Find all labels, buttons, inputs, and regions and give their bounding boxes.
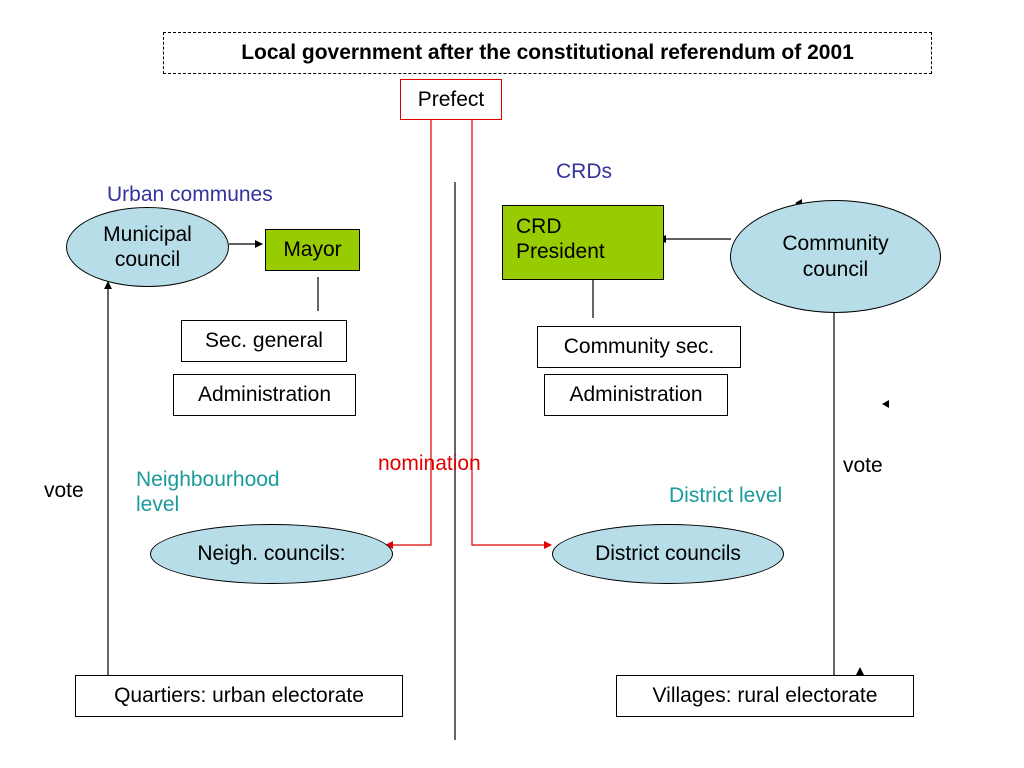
urban-communes-heading: Urban communes bbox=[107, 183, 273, 206]
sec-general-box: Sec. general bbox=[181, 320, 347, 362]
nomination-arrow-left bbox=[385, 120, 432, 549]
prefect-box: Prefect bbox=[400, 79, 502, 120]
community-sec-box: Community sec. bbox=[537, 326, 741, 368]
municipal-council-node: Municipal council bbox=[66, 207, 229, 287]
nomination-label: nomination bbox=[378, 452, 481, 475]
rural-vote-label: vote bbox=[843, 454, 883, 477]
stray-arrowhead-mid bbox=[882, 400, 889, 408]
district-councils-node: District councils bbox=[552, 524, 784, 584]
mayor-box: Mayor bbox=[265, 229, 360, 271]
nomination-arrow-right bbox=[471, 120, 552, 549]
community-council-node: Community council bbox=[730, 200, 941, 313]
crd-president-box: CRD President bbox=[502, 205, 664, 280]
neighbourhood-level-heading: Neighbourhood level bbox=[136, 468, 280, 517]
district-level-heading: District level bbox=[669, 484, 783, 507]
crds-heading: CRDs bbox=[556, 160, 612, 183]
diagram-title: Local government after the constitutiona… bbox=[163, 32, 932, 74]
neigh-councils-node: Neigh. councils: bbox=[150, 524, 393, 584]
urban-vote-label: vote bbox=[44, 479, 84, 502]
stray-arrowhead-bottom bbox=[856, 667, 864, 675]
urban-administration-box: Administration bbox=[173, 374, 356, 416]
rural-administration-box: Administration bbox=[544, 374, 728, 416]
urban-electorate-box: Quartiers: urban electorate bbox=[75, 675, 403, 717]
rural-electorate-box: Villages: rural electorate bbox=[616, 675, 914, 717]
